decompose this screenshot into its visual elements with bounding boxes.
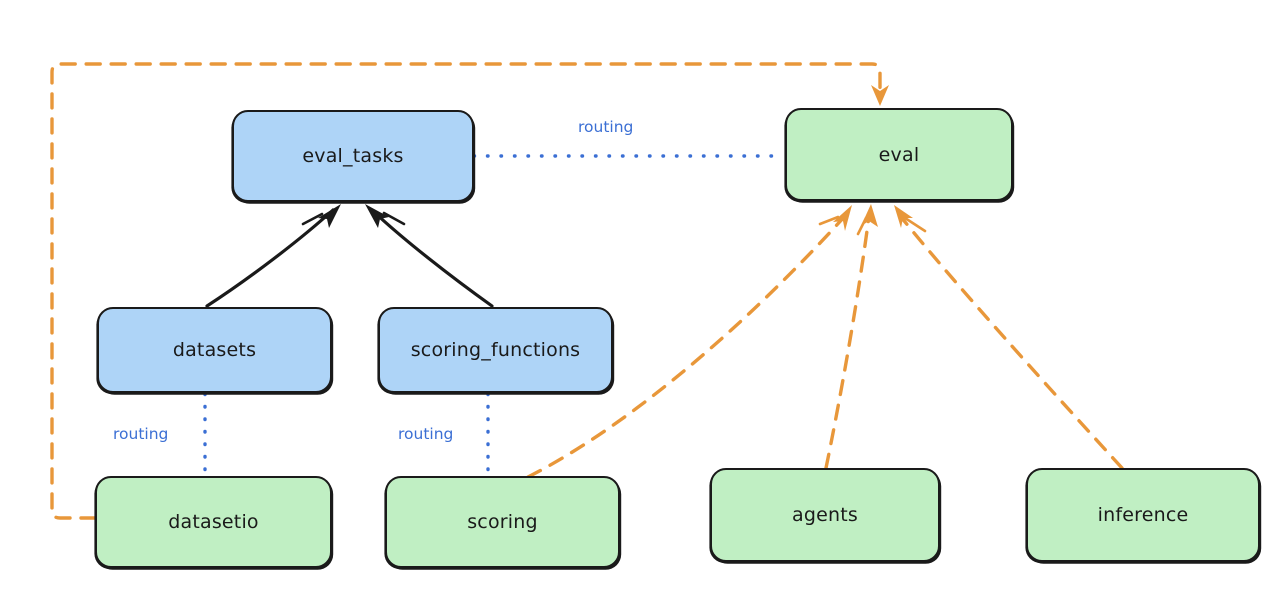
edge-agents-eval	[824, 204, 878, 470]
node-datasets[interactable]: datasets	[97, 307, 332, 393]
node-scoring[interactable]: scoring	[385, 476, 620, 568]
edge-label-routing-scoring: routing	[398, 425, 454, 443]
node-eval-tasks[interactable]: eval_tasks	[232, 110, 474, 202]
node-label: agents	[792, 504, 858, 526]
node-eval[interactable]: eval	[785, 108, 1013, 201]
edge-datasetio-eval	[50, 62, 889, 520]
node-label: scoring	[467, 511, 538, 533]
node-inference[interactable]: inference	[1026, 468, 1260, 562]
edge-inference-eval	[894, 205, 1124, 470]
node-label: eval_tasks	[302, 145, 404, 167]
edge-label-routing-eval: routing	[578, 118, 634, 136]
node-label: eval	[878, 143, 920, 166]
edge-datasets-eval_tasks	[205, 204, 341, 308]
edge-scoring-eval	[526, 205, 852, 479]
node-label: scoring_functions	[410, 339, 581, 361]
edge-scoring_functions-eval_tasks	[365, 204, 494, 308]
node-datasetio[interactable]: datasetio	[95, 476, 332, 568]
node-label: inference	[1097, 504, 1189, 526]
node-label: datasets	[172, 339, 257, 361]
node-scoring-functions[interactable]: scoring_functions	[378, 307, 613, 393]
edge-label-routing-datasetio: routing	[113, 425, 169, 443]
node-agents[interactable]: agents	[710, 468, 940, 562]
node-label: datasetio	[168, 511, 259, 533]
